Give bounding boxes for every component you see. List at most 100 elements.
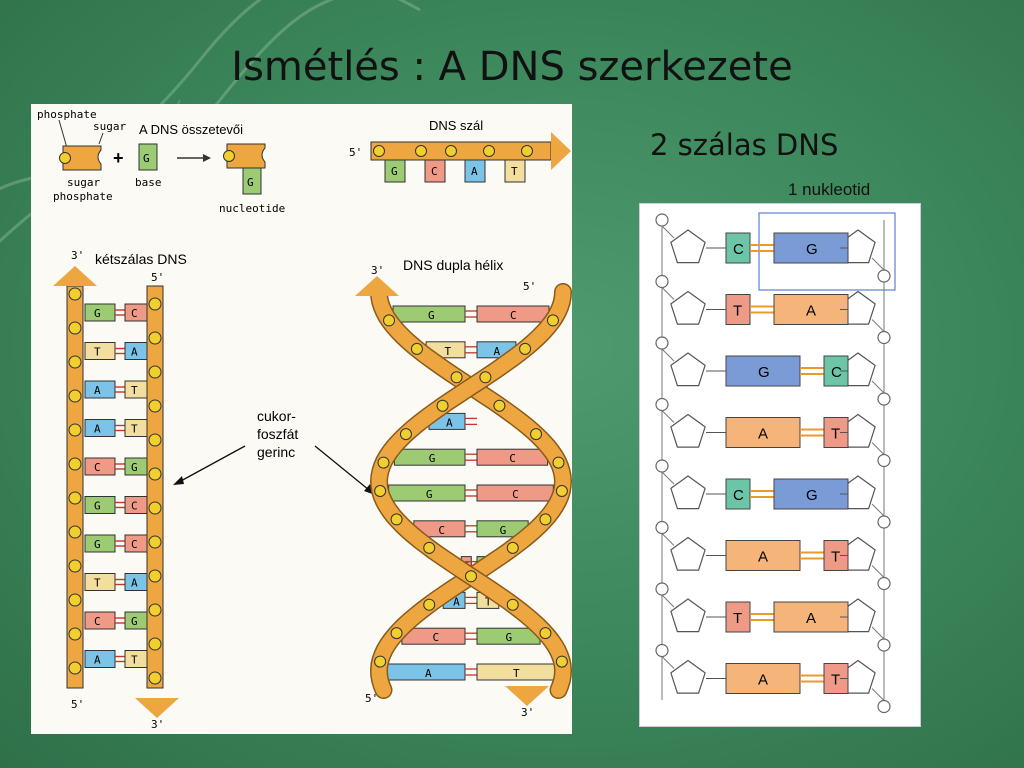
sugar-phosphate-label-1: sugar <box>67 176 100 189</box>
svg-text:C: C <box>733 487 744 504</box>
svg-text:G: G <box>426 488 433 501</box>
ladder-phosphate <box>68 491 82 505</box>
base-label: base <box>135 176 162 189</box>
svg-text:A: A <box>425 667 432 680</box>
svg-text:T: T <box>733 610 742 627</box>
sugar-label: sugar <box>93 120 126 133</box>
helix-phosphate <box>519 342 532 355</box>
svg-text:G: G <box>429 452 436 465</box>
helix-phosphate <box>410 342 423 355</box>
dna-structure-figure: phosphate sugar A DNS összetevői sugar p… <box>31 104 573 734</box>
svg-text:C: C <box>94 461 101 474</box>
helix-phosphate <box>546 314 559 327</box>
helix-phosphate <box>555 655 568 668</box>
strand-arrow-head <box>551 132 571 170</box>
plus-sign: + <box>113 148 124 168</box>
svg-text:C: C <box>94 615 101 628</box>
ladder-bottom-left: 5' <box>71 698 84 711</box>
svg-text:G: G <box>94 538 101 551</box>
svg-text:C: C <box>131 500 138 513</box>
svg-text:T: T <box>511 165 518 178</box>
ladder-phosphate <box>68 525 82 539</box>
helix-top-left: 3' <box>371 264 384 277</box>
svg-text:G: G <box>94 500 101 513</box>
helix-top-arrow <box>355 276 399 296</box>
helix-phosphate <box>555 485 568 497</box>
svg-text:G: G <box>506 631 513 644</box>
double-strand-heading: 2 szálas DNS <box>650 128 839 162</box>
ladder-phosphate <box>148 637 162 651</box>
svg-text:T: T <box>94 577 101 590</box>
helix-phosphate <box>552 456 565 469</box>
backbone-label-1: cukor- <box>257 408 296 424</box>
svg-text:T: T <box>131 384 138 397</box>
phosphate-pointer <box>58 119 68 149</box>
svg-text:C: C <box>131 307 138 320</box>
ladder-phosphate <box>148 603 162 617</box>
ladder-phosphate <box>148 433 162 447</box>
ladder-phosphate <box>148 365 162 379</box>
ladder-phosphate <box>68 287 82 301</box>
svg-text:A: A <box>806 610 816 627</box>
helix-phosphate <box>506 598 519 611</box>
ladder-phosphate <box>148 535 162 549</box>
svg-text:T: T <box>831 549 840 566</box>
strand-base: C <box>424 159 446 183</box>
svg-text:T: T <box>131 423 138 436</box>
ladder-phosphate <box>68 593 82 607</box>
ladder-phosphate <box>68 355 82 369</box>
helix-bottom-left: 5' <box>365 692 378 705</box>
svg-text:G: G <box>94 307 101 320</box>
strand-base: G <box>384 159 406 183</box>
dna-structure-svg: phosphate sugar A DNS összetevői sugar p… <box>37 108 573 731</box>
svg-text:A: A <box>446 416 453 429</box>
svg-text:A: A <box>131 577 138 590</box>
svg-text:G: G <box>500 524 507 537</box>
components-heading: A DNS összetevői <box>139 122 243 137</box>
svg-text:G: G <box>143 152 150 165</box>
svg-text:A: A <box>94 384 101 397</box>
sugar-pointer <box>98 132 104 145</box>
helix-phosphate <box>506 541 519 554</box>
phosphate-label: phosphate <box>37 108 97 121</box>
svg-text:T: T <box>831 672 840 689</box>
helix-phosphate <box>374 655 387 668</box>
helix-phosphate <box>374 485 387 497</box>
ladder-phosphate <box>68 423 82 437</box>
ladder-phosphate <box>148 399 162 413</box>
svg-text:C: C <box>512 488 519 501</box>
svg-text:T: T <box>831 426 840 443</box>
sugar-phosphate-label-2: phosphate <box>53 190 113 203</box>
backbone-label-3: gerinc <box>257 444 295 460</box>
svg-text:A: A <box>131 346 138 359</box>
svg-text:A: A <box>94 654 101 667</box>
backbone-label-2: foszfát <box>257 426 298 442</box>
sugar-phosphate-unit <box>59 145 102 171</box>
phosphate-dot <box>373 145 385 157</box>
svg-text:G: G <box>758 364 770 381</box>
helix-phosphate <box>465 570 477 583</box>
ladder-phosphate <box>148 501 162 515</box>
svg-text:G: G <box>247 176 254 189</box>
svg-text:C: C <box>432 631 439 644</box>
nucleotide-label: 1 nukleotid <box>788 180 871 199</box>
